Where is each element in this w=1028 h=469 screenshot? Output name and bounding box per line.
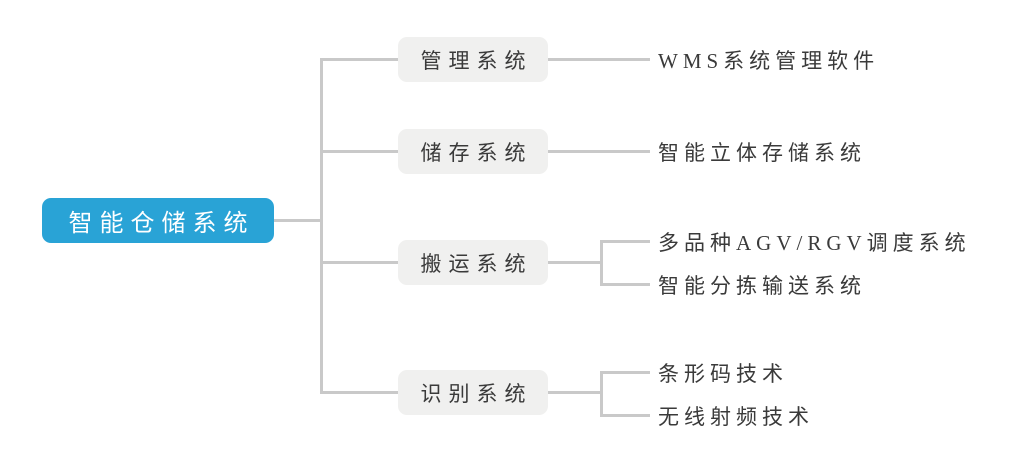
leaf-label-stereo-storage: 智能立体存储系统	[658, 141, 866, 165]
connector-handling-to-leaf-2	[600, 283, 650, 286]
connector-identification-fork-vertical	[600, 371, 603, 417]
leaf-label-agv-rgv-dispatch: 多品种AGV/RGV调度系统	[658, 231, 971, 255]
branch-node-handling: 搬运系统	[398, 240, 548, 285]
connector-handling-to-leaf-1	[600, 240, 650, 243]
branch-node-storage: 储存系统	[398, 129, 548, 174]
connector-handling-stem	[548, 261, 600, 264]
connector-trunk-to-management	[320, 58, 398, 61]
connector-storage-to-leaf	[548, 150, 650, 153]
connector-identification-to-leaf-2	[600, 414, 650, 417]
connector-trunk-to-identification	[320, 391, 398, 394]
connector-trunk-to-handling	[320, 261, 398, 264]
branch-node-management: 管理系统	[398, 37, 548, 82]
connector-trunk-to-storage	[320, 150, 398, 153]
connector-identification-to-leaf-1	[600, 371, 650, 374]
leaf-label-sorting-conveying: 智能分拣输送系统	[658, 274, 866, 298]
branch-node-identification: 识别系统	[398, 370, 548, 415]
leaf-label-barcode-tech: 条形码技术	[658, 362, 788, 386]
connector-trunk-vertical	[320, 58, 323, 394]
connector-identification-stem	[548, 391, 600, 394]
leaf-label-wms-software: WMS系统管理软件	[658, 49, 880, 73]
leaf-label-rfid-tech: 无线射频技术	[658, 405, 814, 429]
connector-root-to-trunk	[274, 219, 322, 222]
root-node-smart-warehouse: 智能仓储系统	[42, 198, 274, 243]
connector-management-to-leaf	[548, 58, 650, 61]
connector-handling-fork-vertical	[600, 240, 603, 286]
